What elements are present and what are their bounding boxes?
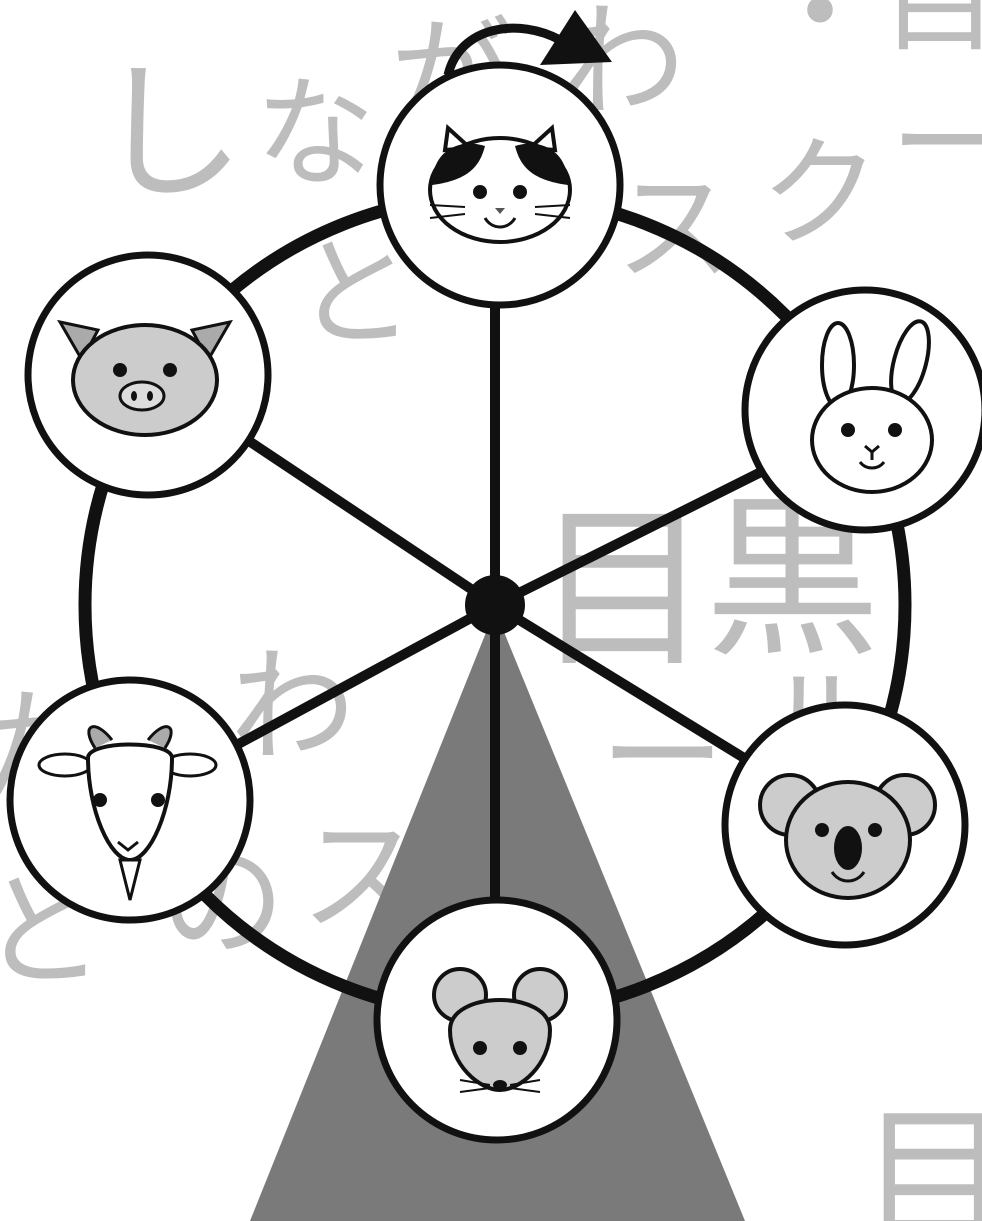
watermark-char: な: [255, 65, 375, 204]
pig-face-icon: [57, 319, 233, 437]
gondola-koala: [721, 701, 969, 949]
gondola-mouse: [373, 896, 621, 1144]
watermark-char: 目: [880, 0, 982, 69]
gondola-cat: [376, 61, 624, 309]
gondola-pig: [24, 251, 272, 499]
koala-face-icon: [758, 773, 937, 900]
watermark-char: わ: [230, 635, 355, 780]
watermark-char: 目: [860, 1092, 982, 1221]
watermark-char: し: [95, 47, 245, 221]
mouse-face-icon: [432, 967, 568, 1093]
gondola-rabbit: [741, 286, 982, 534]
wheel-hub: [465, 575, 525, 635]
watermark-char: ク: [760, 125, 880, 264]
watermark-char: ・: [760, 0, 880, 84]
goat-face-icon: [37, 725, 218, 901]
curved-arrow-clockwise-icon: [443, 10, 612, 77]
watermark-char: ー: [890, 75, 982, 214]
rabbit-face-icon: [810, 319, 934, 494]
watermark-char: 目: [535, 489, 710, 692]
gondola-goat: [6, 676, 254, 924]
cat-face-icon: [428, 123, 572, 244]
